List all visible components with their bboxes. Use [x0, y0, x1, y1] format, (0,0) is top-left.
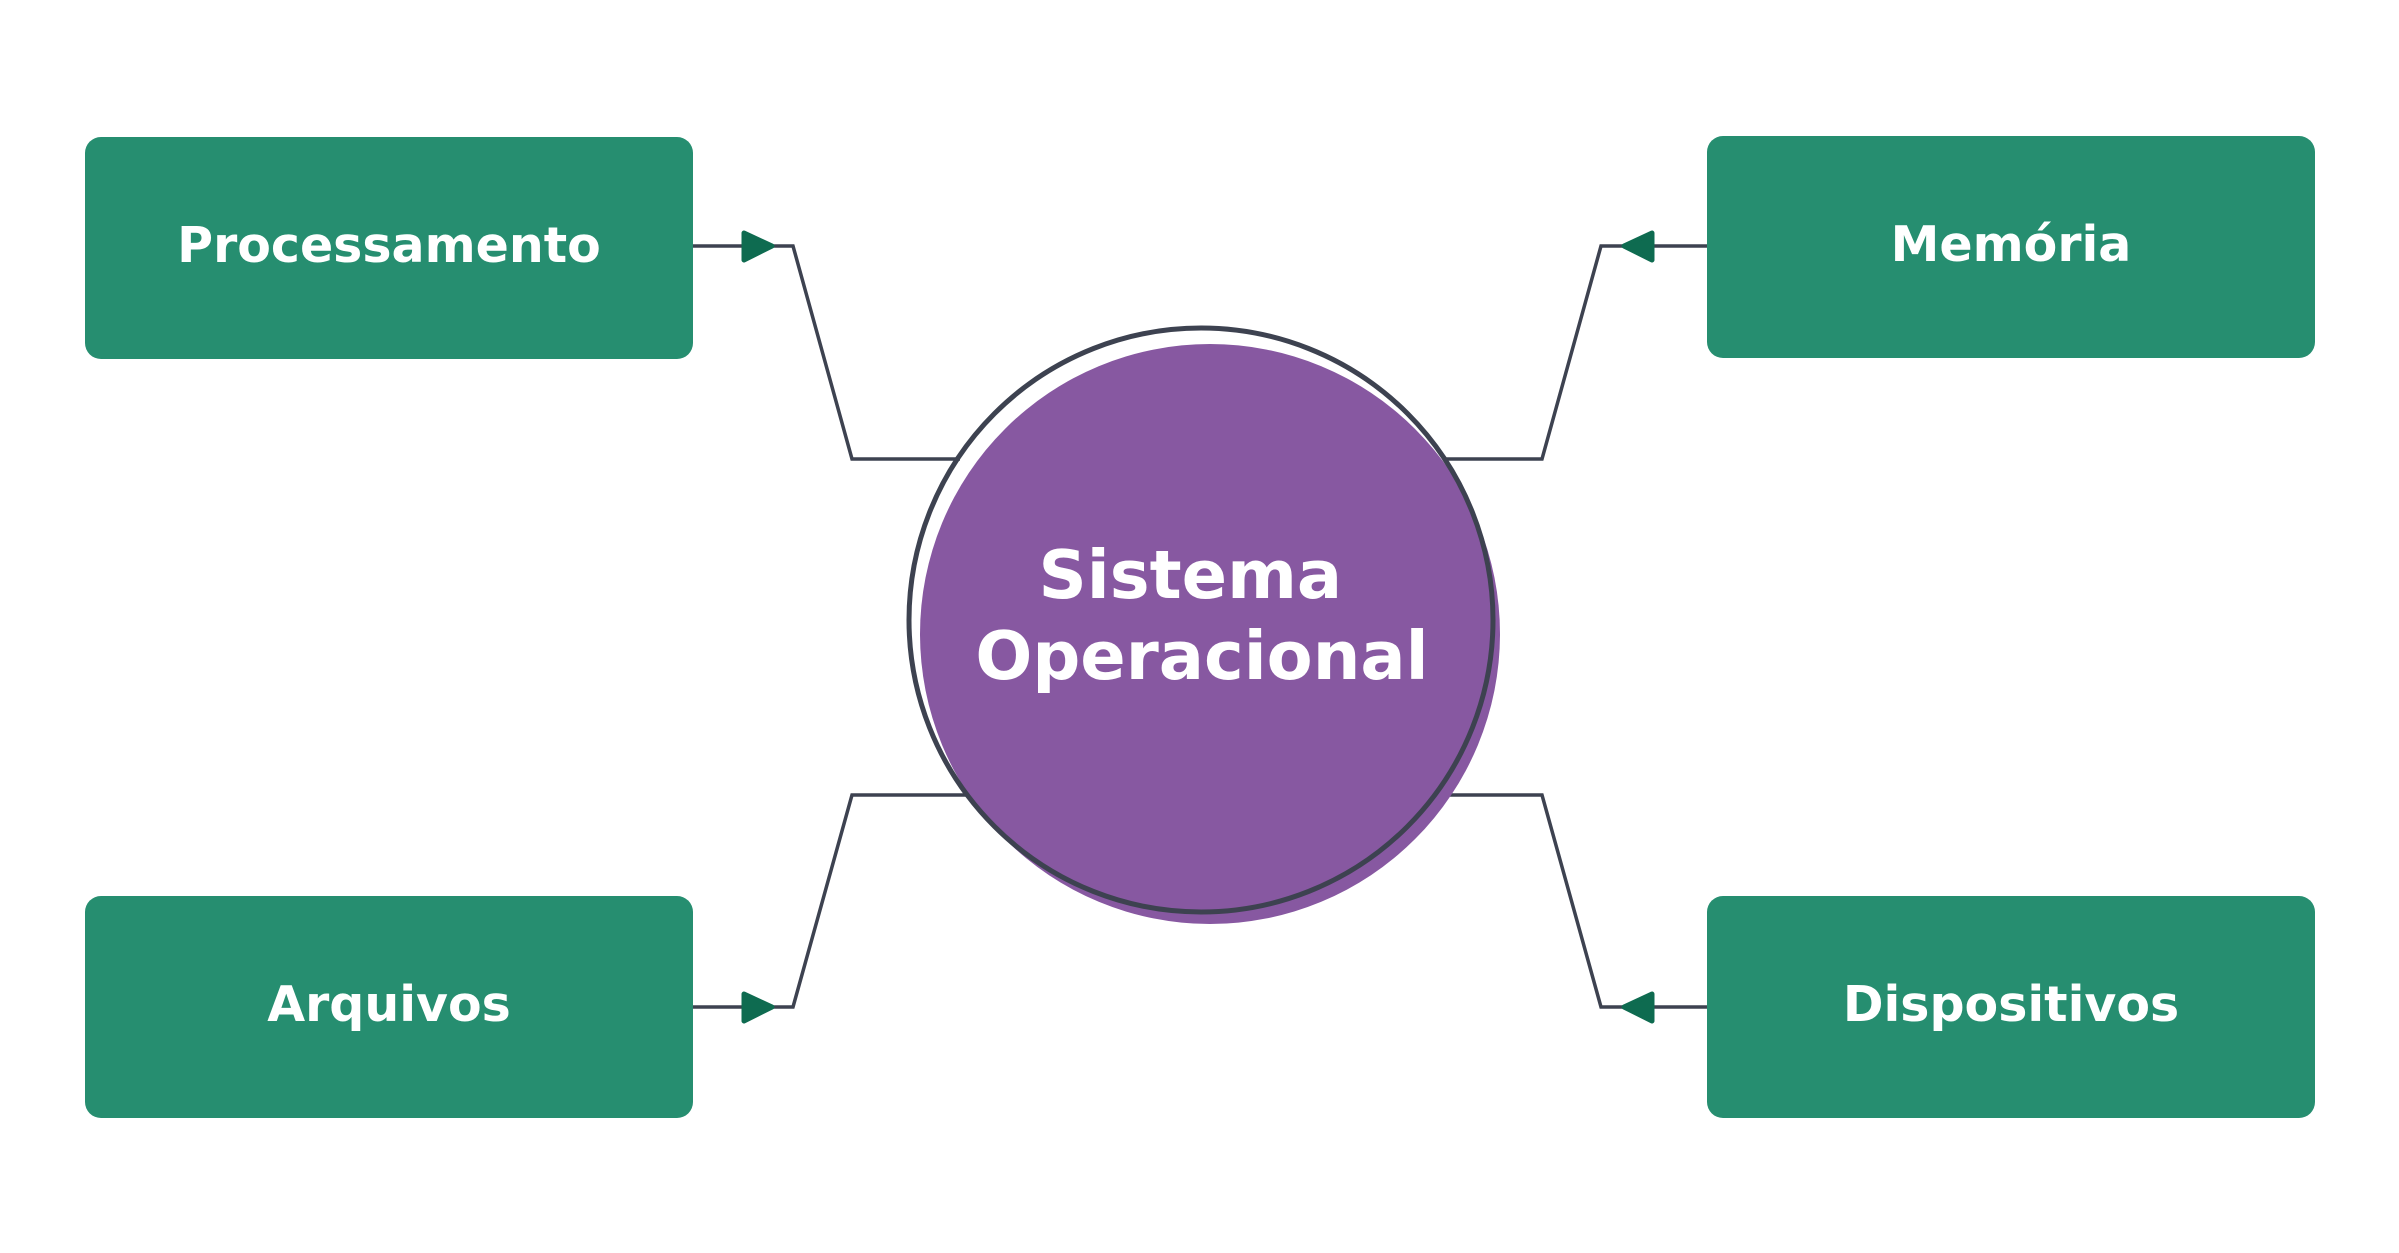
- center-label: Sistema Operacional: [975, 536, 1428, 695]
- node-dispositivos: Dispositivos: [1707, 896, 2315, 1118]
- node-memoria: Memória: [1707, 136, 2315, 358]
- center-label-line1: Sistema: [1039, 536, 1343, 614]
- connector-top-left: [692, 244, 960, 461]
- arrowhead-top-right: [1621, 230, 1655, 263]
- connector-bottom-right: [1450, 793, 1707, 1009]
- arrowhead-bottom-left: [741, 991, 775, 1024]
- arrowhead-top-left: [741, 230, 775, 263]
- connector-bottom-left: [692, 793, 968, 1009]
- node-label-dispositivos: Dispositivos: [1843, 976, 2179, 1033]
- node-label-arquivos: Arquivos: [267, 976, 511, 1033]
- node-processamento: Processamento: [85, 137, 693, 359]
- arrowhead-bottom-right: [1621, 991, 1655, 1024]
- node-arquivos: Arquivos: [85, 896, 693, 1118]
- connector-top-right: [1443, 244, 1707, 461]
- center-node-fill: [920, 344, 1500, 924]
- node-label-memoria: Memória: [1891, 216, 2132, 273]
- center-node-outline: [906, 325, 1496, 915]
- node-label-processamento: Processamento: [177, 217, 601, 274]
- center-label-line2: Operacional: [975, 617, 1428, 695]
